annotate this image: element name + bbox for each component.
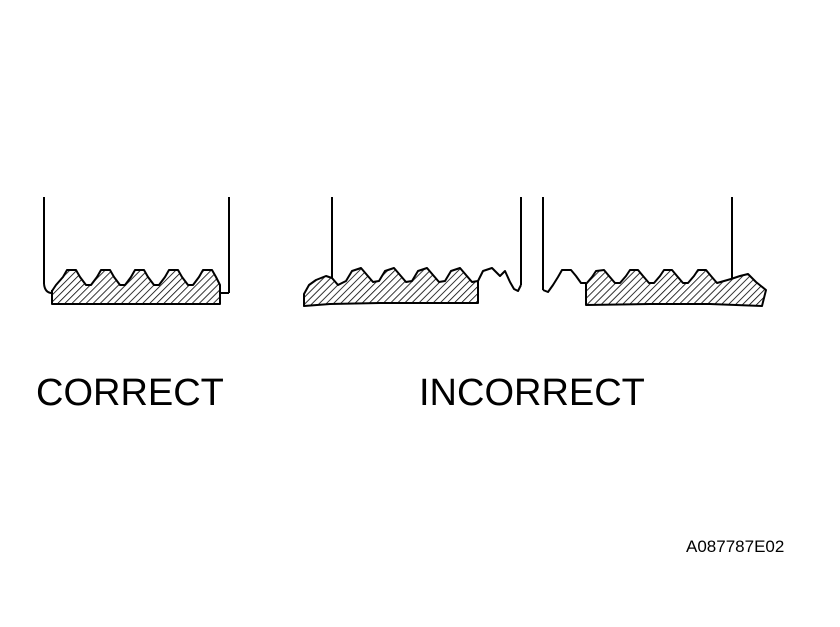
empty-pulley-grooves — [477, 267, 522, 292]
figure-code-label: A087787E02 — [686, 537, 784, 556]
correct-label: CORRECT — [36, 372, 224, 414]
incorrect-pulley-diagram-1 — [303, 197, 522, 307]
offset-belt-right — [585, 269, 767, 307]
correct-belt — [51, 269, 221, 305]
empty-pulley-grooves — [542, 269, 586, 293]
offset-belt-left — [303, 267, 479, 307]
incorrect-pulley-diagram-2 — [542, 197, 767, 307]
correct-pulley-diagram — [43, 197, 230, 305]
incorrect-label: INCORRECT — [419, 372, 645, 414]
